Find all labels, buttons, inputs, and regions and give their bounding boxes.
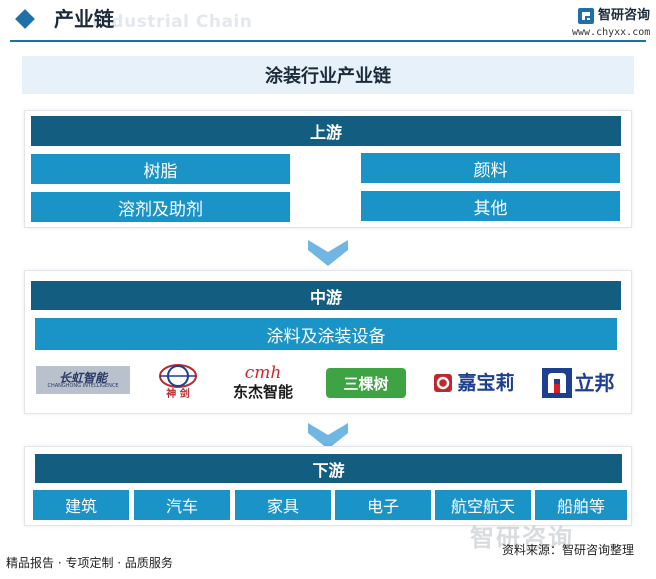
- source-note: 资料来源：智研咨询整理: [502, 543, 635, 557]
- flow-arrow-down-icon: [308, 423, 348, 449]
- downstream-item: 汽车: [134, 490, 230, 520]
- flow-arrow-down-icon: [308, 240, 348, 266]
- midstream-header: 中游: [31, 281, 621, 310]
- downstream-item: 建筑: [33, 490, 129, 520]
- upstream-item: 颜料: [361, 153, 620, 183]
- jiabaoli-logo: 嘉宝莉: [424, 368, 524, 398]
- brand-url: www.chyxx.com: [572, 27, 651, 38]
- header-subtitle-en: Industrial Chain: [92, 12, 253, 32]
- downstream-item: 家具: [235, 490, 331, 520]
- libang-emblem-icon: [541, 368, 572, 398]
- shenjian-logo: 神 剑: [150, 362, 206, 402]
- jiabaoli-emblem-icon: [434, 374, 453, 392]
- sankeshu-logo: 三棵树: [326, 368, 406, 398]
- diagram-title: 涂装行业产业链: [22, 56, 634, 94]
- upstream-header: 上游: [31, 116, 621, 146]
- changhong-logo: 长虹智能 CHANGHONG INTELLIGENCE: [36, 366, 130, 394]
- header-diamond-icon: [15, 9, 35, 29]
- header-divider: [10, 40, 646, 42]
- downstream-item: 船舶等: [535, 490, 627, 520]
- downstream-item: 航空航天: [435, 490, 531, 520]
- brand-name: 智研咨询: [598, 8, 651, 23]
- downstream-header: 下游: [35, 454, 622, 483]
- upstream-item: 树脂: [31, 154, 290, 184]
- watermark-text: 智研咨询: [470, 524, 574, 552]
- midstream-item: 涂料及涂装设备: [35, 318, 617, 350]
- libang-logo: 立邦: [532, 366, 624, 400]
- footer-services: 精品报告 · 专项定制 · 品质服务: [6, 556, 173, 570]
- brand-logo-icon: [578, 8, 594, 24]
- shenjian-emblem-icon: [159, 364, 197, 388]
- upstream-item: 其他: [361, 191, 620, 221]
- dongjie-logo: cmh 东杰智能: [232, 363, 293, 401]
- page-title: 产业链: [54, 7, 114, 31]
- upstream-item: 溶剂及助剂: [31, 192, 290, 222]
- downstream-item: 电子: [335, 490, 431, 520]
